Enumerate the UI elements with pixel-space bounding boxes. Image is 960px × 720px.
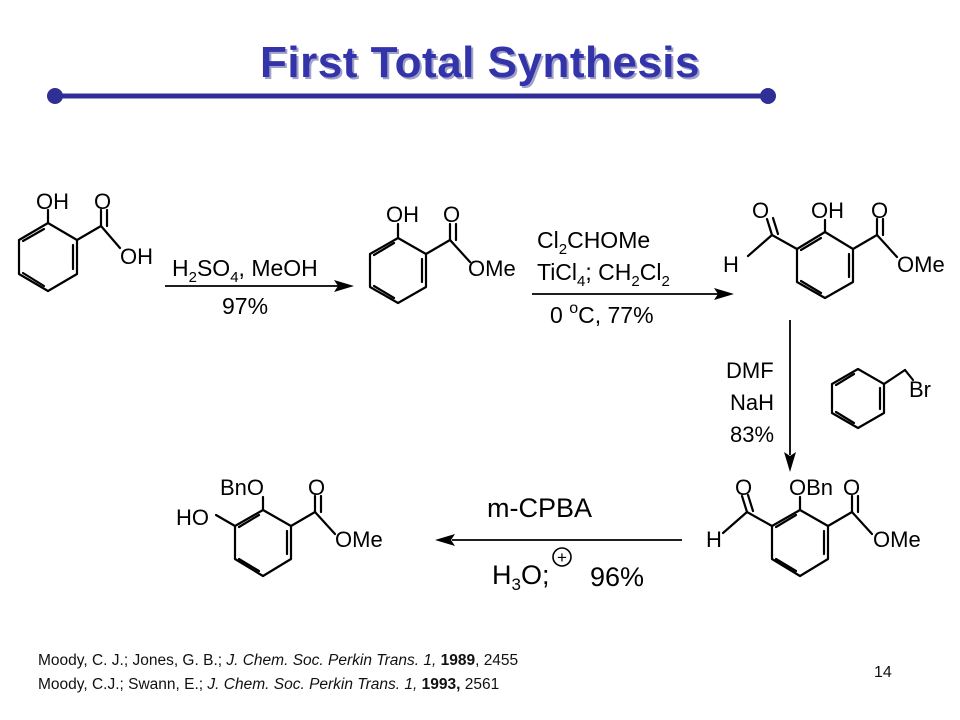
m4-h-label: H <box>706 527 722 552</box>
positive-charge-icon: + <box>552 547 572 567</box>
reference-2: Moody, C.J.; Swann, E.; J. Chem. Soc. Pe… <box>38 676 500 693</box>
step3-yield: 83% <box>730 422 774 447</box>
step1-yield: 97% <box>222 293 268 319</box>
reaction-arrow-3 <box>784 320 796 472</box>
m3-oh-label: OH <box>811 198 844 223</box>
reaction-arrow-2 <box>532 288 734 300</box>
m2-ome-label: OMe <box>468 256 516 281</box>
step2-reagent-line1: Cl2CHOMe <box>537 227 650 258</box>
m5-bno-label: BnO <box>220 475 264 500</box>
molecule-formyl-hydroxy-ester: O OH O H OMe <box>723 198 945 300</box>
m2-oh-label: OH <box>386 202 419 227</box>
molecule-methyl-salicylate: OH O OMe <box>368 202 516 305</box>
m3-ome-label: OMe <box>897 252 945 277</box>
molecule-benzyl-bromide: Br <box>830 367 931 430</box>
page-number: 14 <box>874 664 892 681</box>
step2-conditions: 0 oC, 77% <box>550 300 654 328</box>
m3-h-label: H <box>723 252 739 277</box>
m1-oh2-label: OH <box>120 244 153 269</box>
reference-1: Moody, C. J.; Jones, G. B.; J. Chem. Soc… <box>38 652 519 669</box>
m5-o-label: O <box>308 475 325 500</box>
benzyl-bromide-br-label: Br <box>909 377 931 402</box>
m3-aldehyde-o-label: O <box>752 198 769 223</box>
title-rule <box>47 88 776 104</box>
m5-ho-label: HO <box>176 505 209 530</box>
m4-aldehyde-o-label: O <box>735 475 752 500</box>
m4-ome-label: OMe <box>873 527 921 552</box>
m4-obn-label: OBn <box>789 475 833 500</box>
step4-yield: 96% <box>590 562 644 592</box>
molecule-product: BnO O HO OMe <box>176 475 383 578</box>
m1-o-label: O <box>94 189 111 214</box>
step3-base: NaH <box>730 390 774 415</box>
step4-acid: H3O; <box>492 560 550 594</box>
m1-oh-label: OH <box>36 189 69 214</box>
step1-reagents: H2SO4, MeOH <box>172 255 318 286</box>
molecule-salicylic-acid: OH O OH <box>17 189 153 293</box>
step4-reagent: m-CPBA <box>487 493 592 523</box>
m5-ome-label: OMe <box>335 527 383 552</box>
m4-ester-o-label: O <box>843 475 860 500</box>
svg-text:+: + <box>557 548 567 567</box>
reaction-arrow-1 <box>165 280 354 292</box>
m3-ester-o-label: O <box>871 198 888 223</box>
slide-title: First Total Synthesis <box>260 38 700 87</box>
reaction-arrow-4 <box>435 534 682 546</box>
m2-o-label: O <box>443 202 460 227</box>
step2-reagent-line2: TiCl4; CH2Cl2 <box>537 259 670 290</box>
step3-solvent: DMF <box>726 358 774 383</box>
molecule-formyl-benzyloxy-ester: O OBn O H OMe <box>706 475 921 578</box>
